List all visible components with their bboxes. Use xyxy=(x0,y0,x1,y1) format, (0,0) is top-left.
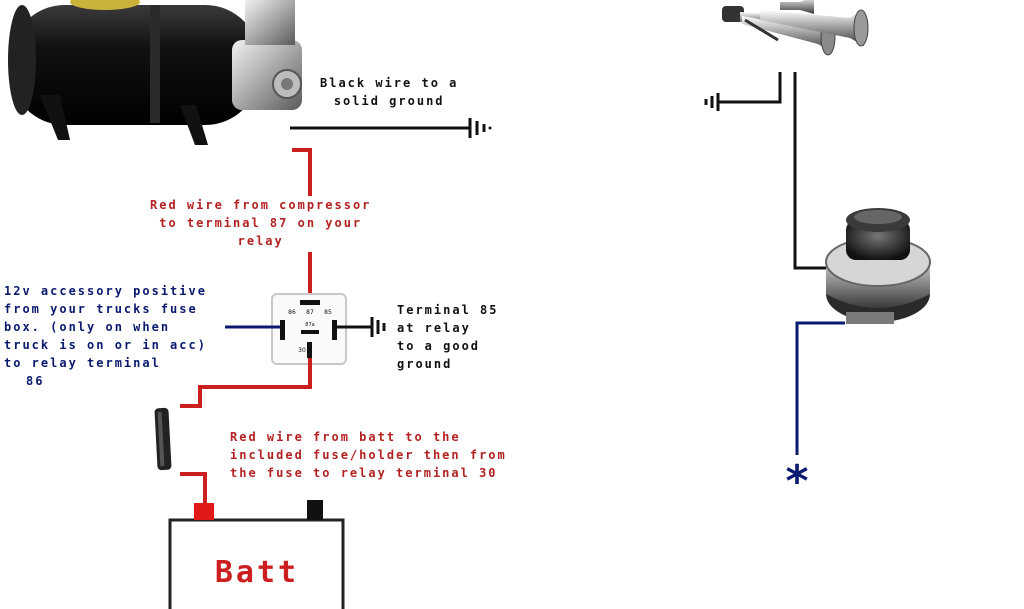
battery-wire-label: Red wire from batt to the included fuse/… xyxy=(230,428,507,482)
red-wire-compressor xyxy=(292,148,312,198)
switch-to-accessory-wire xyxy=(795,321,845,455)
terminal-85-label-line: at relay xyxy=(397,321,471,335)
relay-terminal-86-label: 86 xyxy=(288,309,296,316)
horn-to-switch-wire xyxy=(793,72,830,270)
air-horns-icon xyxy=(722,0,869,56)
ground-symbol-icon xyxy=(468,118,492,138)
inline-fuse-icon xyxy=(154,407,172,471)
air-compressor-icon xyxy=(8,0,302,145)
battery-wire-label-line: the fuse to relay terminal 30 xyxy=(230,466,498,480)
push-button-switch-icon xyxy=(825,208,931,324)
horn-ground-wire xyxy=(718,72,782,104)
red-compressor-wire-label-line: to terminal 87 on your xyxy=(159,216,363,230)
red-compressor-wire-label-line: Red wire from compressor xyxy=(150,198,372,212)
accessory-label-line: 12v accessory positive xyxy=(4,284,207,298)
black-wire-label: Black wire to a solid ground xyxy=(320,74,458,110)
black-wire-label-line: Black wire to a xyxy=(320,76,459,90)
black-wire-label-line: solid ground xyxy=(333,94,445,108)
asterisk-marker: * xyxy=(785,456,808,507)
relay-icon: 87 87a 86 85 30 xyxy=(271,293,347,365)
ground-symbol-icon xyxy=(370,317,386,337)
accessory-label-line: from your trucks fuse xyxy=(4,302,198,316)
ground-symbol-icon xyxy=(704,93,720,111)
terminal-85-label: Terminal 85 at relay to a good ground xyxy=(397,301,498,373)
relay-terminal-85-label: 85 xyxy=(324,309,332,316)
red-wire-fuse-to-battery xyxy=(180,472,207,507)
relay-terminal-30-label: 30 xyxy=(298,347,306,354)
red-compressor-wire-label-line: relay xyxy=(237,234,284,248)
relay-terminal-87a-label: 87a xyxy=(305,322,314,328)
accessory-label-line: truck is on or in acc) xyxy=(4,338,207,352)
battery-wire-label-line: included fuse/holder then from xyxy=(230,448,507,462)
battery-icon: Batt xyxy=(168,500,345,609)
red-compressor-wire-label: Red wire from compressor to terminal 87 … xyxy=(150,196,372,250)
relay-terminal-87-label: 87 xyxy=(306,309,314,316)
red-wire-relay-to-fuse xyxy=(180,358,312,408)
battery-wire-label-line: Red wire from batt to the xyxy=(230,430,461,444)
terminal-85-label-line: Terminal 85 xyxy=(397,303,499,317)
accessory-label-line: box. (only on when xyxy=(4,320,171,334)
accessory-label-line: to relay terminal xyxy=(4,356,161,370)
terminal-85-label-line: to a good xyxy=(397,339,481,353)
accessory-positive-label: 12v accessory positive from your trucks … xyxy=(4,282,207,390)
battery-label: Batt xyxy=(215,555,299,590)
accessory-label-line: 86 xyxy=(26,374,45,388)
terminal-85-label-line: ground xyxy=(397,357,453,371)
